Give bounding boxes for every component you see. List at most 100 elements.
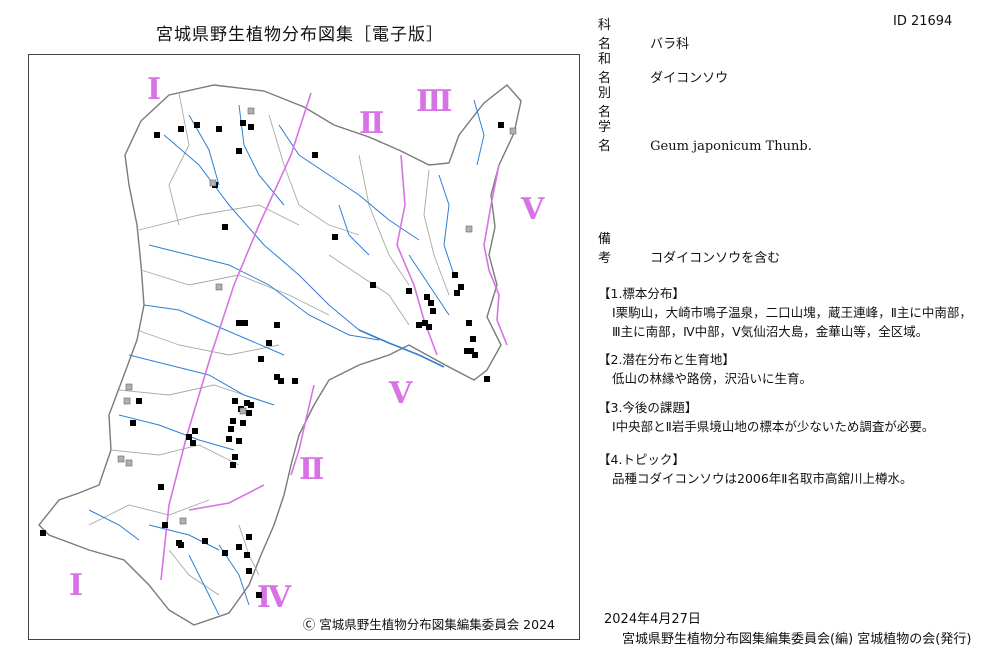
specimen-markers bbox=[40, 120, 504, 598]
potential-marker bbox=[239, 407, 247, 415]
section-heading: 【1.標本分布】 bbox=[598, 286, 685, 301]
specimen-marker bbox=[430, 308, 436, 314]
specimen-marker bbox=[292, 378, 298, 384]
section-heading: 【2.潜在分布と生育地】 bbox=[598, 352, 735, 367]
specimen-marker bbox=[332, 234, 338, 240]
specimen-marker bbox=[236, 438, 242, 444]
specimen-marker bbox=[472, 352, 478, 358]
section-line: 品種コダイコンソウは2006年Ⅱ名取市高舘川上樽水。 bbox=[612, 471, 913, 486]
specimen-marker bbox=[428, 300, 434, 306]
specimen-marker bbox=[230, 418, 236, 424]
specimen-marker bbox=[240, 420, 246, 426]
region-label-3: Ⅲ bbox=[416, 84, 453, 119]
specimen-marker bbox=[232, 454, 238, 460]
specimen-marker bbox=[458, 284, 464, 290]
specimen-marker bbox=[312, 152, 318, 158]
specimen-marker bbox=[416, 322, 422, 328]
coast-river-mouth bbox=[358, 329, 445, 368]
specimen-marker bbox=[242, 320, 248, 326]
specimen-marker bbox=[186, 434, 192, 440]
specimen-marker bbox=[226, 436, 232, 442]
rivers bbox=[88, 99, 485, 616]
potential-marker bbox=[125, 383, 133, 391]
region-label-7: Ⅰ bbox=[69, 568, 83, 603]
distribution-map: Ⅰ Ⅱ Ⅲ Ⅴ Ⅴ Ⅱ Ⅰ Ⅳ Ⓒ 宮城県野生植物分布図集編集委員会 2024 bbox=[28, 54, 580, 640]
specimen-marker bbox=[426, 324, 432, 330]
specimen-marker bbox=[228, 426, 234, 432]
section-future-tasks: 【3.今後の課題】 Ⅰ中央部とⅡ岩手県境山地の標本が少ないため調査が必要。 bbox=[598, 398, 988, 436]
family-row: 科 名 バラ科 bbox=[598, 14, 689, 52]
region-label-8: Ⅳ bbox=[257, 580, 292, 615]
japanese-name-value: ダイコンソウ bbox=[650, 71, 729, 86]
potential-marker bbox=[117, 455, 125, 463]
potential-marker bbox=[179, 517, 187, 525]
specimen-marker bbox=[422, 320, 428, 326]
specimen-marker bbox=[240, 120, 246, 126]
specimen-marker bbox=[248, 124, 254, 130]
specimen-marker bbox=[468, 348, 474, 354]
specimen-marker bbox=[236, 148, 242, 154]
record-id: ID 21694 bbox=[893, 14, 953, 29]
specimen-marker bbox=[222, 224, 228, 230]
prefecture-outline bbox=[38, 84, 522, 626]
potential-marker bbox=[465, 225, 473, 233]
specimen-marker bbox=[194, 122, 200, 128]
specimen-marker bbox=[454, 290, 460, 296]
alt-name-row: 別 名 bbox=[598, 82, 650, 120]
section-line: Ⅲ主に南部，Ⅳ中部，Ⅴ気仙沼大島，金華山等，全区域。 bbox=[612, 324, 929, 339]
specimen-marker bbox=[278, 378, 284, 384]
specimen-marker bbox=[370, 282, 376, 288]
specimen-marker bbox=[498, 122, 504, 128]
specimen-marker bbox=[40, 530, 46, 536]
japanese-name-row: 和 名 ダイコンソウ bbox=[598, 48, 728, 86]
section-line: Ⅰ中央部とⅡ岩手県境山地の標本が少ないため調査が必要。 bbox=[612, 419, 935, 434]
region-label-1: Ⅰ bbox=[147, 72, 161, 107]
specimen-marker bbox=[236, 544, 242, 550]
map-title: 宮城県野生植物分布図集［電子版］ bbox=[156, 25, 444, 45]
copyright-notice: Ⓒ 宮城県野生植物分布図集編集委員会 2024 bbox=[302, 617, 555, 632]
family-key: 科 名 bbox=[598, 18, 622, 52]
family-value: バラ科 bbox=[650, 37, 690, 52]
specimen-marker bbox=[274, 322, 280, 328]
specimen-marker bbox=[162, 522, 168, 528]
specimen-marker bbox=[256, 592, 262, 598]
specimen-marker bbox=[484, 376, 490, 382]
remarks-key: 備 考 bbox=[598, 232, 622, 266]
remarks-value: コダイコンソウを含む bbox=[650, 251, 781, 266]
specimen-marker bbox=[266, 340, 272, 346]
region-label-6: Ⅱ bbox=[299, 452, 324, 487]
specimen-marker bbox=[406, 288, 412, 294]
specimen-marker bbox=[130, 420, 136, 426]
region-label-4: Ⅴ bbox=[520, 192, 545, 227]
japanese-name-key: 和 名 bbox=[598, 52, 622, 86]
specimen-marker bbox=[274, 374, 280, 380]
specimen-marker bbox=[470, 336, 476, 342]
specimen-marker bbox=[246, 534, 252, 540]
scientific-name-value: Geum japonicum Thunb. bbox=[650, 139, 812, 154]
potential-marker bbox=[215, 283, 223, 291]
specimen-marker bbox=[190, 440, 196, 446]
specimen-marker bbox=[136, 398, 142, 404]
specimen-marker bbox=[246, 410, 252, 416]
potential-markers bbox=[117, 107, 517, 525]
potential-marker bbox=[125, 459, 133, 467]
specimen-marker bbox=[424, 294, 430, 300]
specimen-marker bbox=[244, 552, 250, 558]
specimen-marker bbox=[466, 320, 472, 326]
region-boundaries bbox=[160, 92, 508, 581]
section-specimen-distribution: 【1.標本分布】 Ⅰ栗駒山，大崎市鳴子温泉，二口山塊，蔵王連峰，Ⅱ主に中南部， … bbox=[598, 284, 988, 341]
specimen-marker bbox=[158, 484, 164, 490]
region-label-5: Ⅴ bbox=[388, 376, 413, 411]
publisher: 宮城県野生植物分布図集編集委員会(編) 宮城植物の会(発行) bbox=[622, 632, 972, 647]
potential-marker bbox=[209, 179, 217, 187]
section-line: Ⅰ栗駒山，大崎市鳴子温泉，二口山塊，蔵王連峰，Ⅱ主に中南部， bbox=[612, 305, 972, 320]
specimen-marker bbox=[178, 126, 184, 132]
section-topic: 【4.トピック】 品種コダイコンソウは2006年Ⅱ名取市高舘川上樽水。 bbox=[598, 450, 988, 488]
section-line: 低山の林縁や路傍，沢沿いに生育。 bbox=[612, 371, 813, 386]
specimen-marker bbox=[258, 356, 264, 362]
region-label-2: Ⅱ bbox=[359, 106, 384, 141]
specimen-marker bbox=[464, 348, 470, 354]
specimen-marker bbox=[230, 462, 236, 468]
specimen-marker bbox=[232, 398, 238, 404]
specimen-marker bbox=[246, 568, 252, 574]
